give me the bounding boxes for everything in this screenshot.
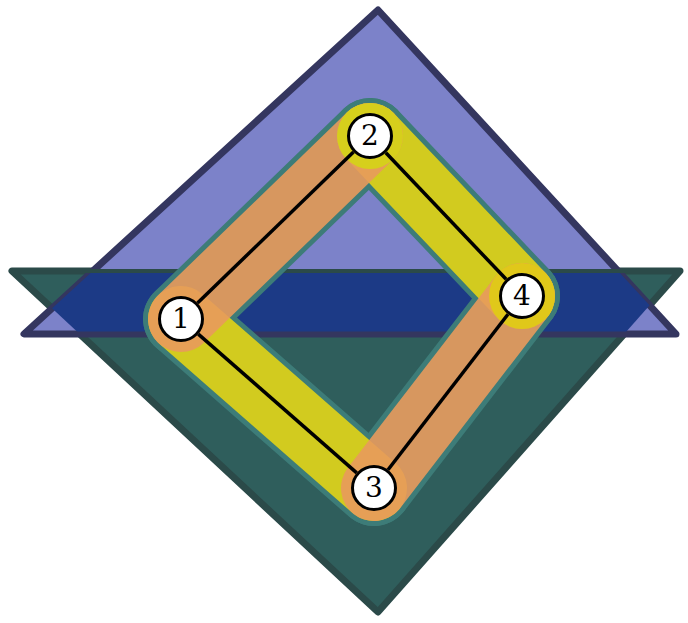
node-number: 1 <box>172 305 190 333</box>
node-number: 2 <box>361 122 379 150</box>
number-circle: 3 <box>351 465 397 511</box>
number-circle: 2 <box>347 113 393 159</box>
connector-line <box>198 152 354 303</box>
capsule-outlines <box>181 136 522 488</box>
node-number: 3 <box>365 474 383 502</box>
number-circle: 1 <box>158 296 204 342</box>
connector-line <box>198 334 356 473</box>
band-edge <box>40 269 660 273</box>
orange-capsules <box>181 136 522 488</box>
overlap-band <box>24 10 676 334</box>
band-edge <box>40 332 660 337</box>
number-circle: 4 <box>499 273 545 319</box>
up-triangle <box>24 10 676 334</box>
yellow-capsules <box>181 136 522 488</box>
connector-line <box>386 153 506 280</box>
connector-line <box>388 314 508 470</box>
node-number: 4 <box>513 282 531 310</box>
